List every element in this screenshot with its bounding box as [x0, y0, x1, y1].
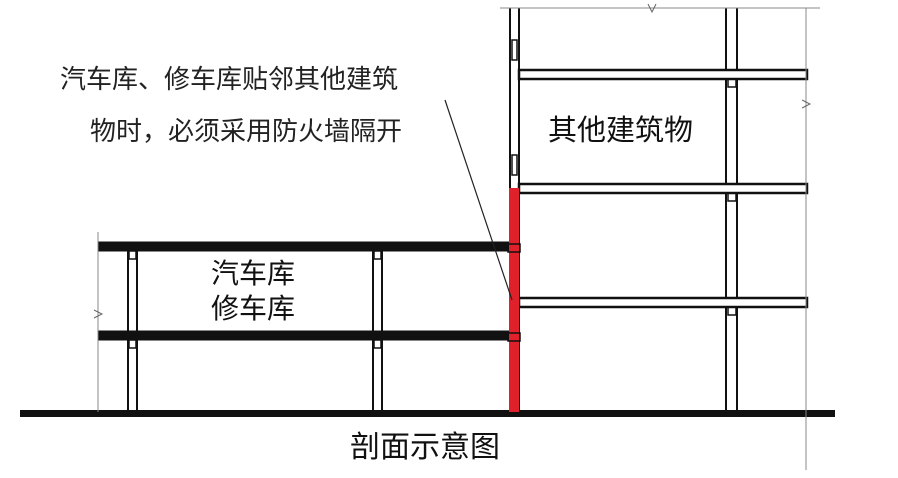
garage-label-line-2: 修车库	[211, 292, 295, 325]
garage-building	[93, 232, 511, 412]
diagram-caption: 剖面示意图	[350, 430, 500, 465]
firewall	[509, 188, 519, 412]
garage-label-line-1: 汽车库	[211, 257, 295, 290]
other-building-label: 其他建筑物	[548, 113, 693, 147]
annotation-leader-line	[444, 99, 513, 301]
ground-line	[20, 410, 835, 417]
other-building	[500, 3, 820, 470]
annotation-line-2: 物时，必须采用防火墙隔开	[90, 117, 402, 147]
annotation-line-1: 汽车库、修车库贴邻其他建筑	[60, 65, 398, 95]
